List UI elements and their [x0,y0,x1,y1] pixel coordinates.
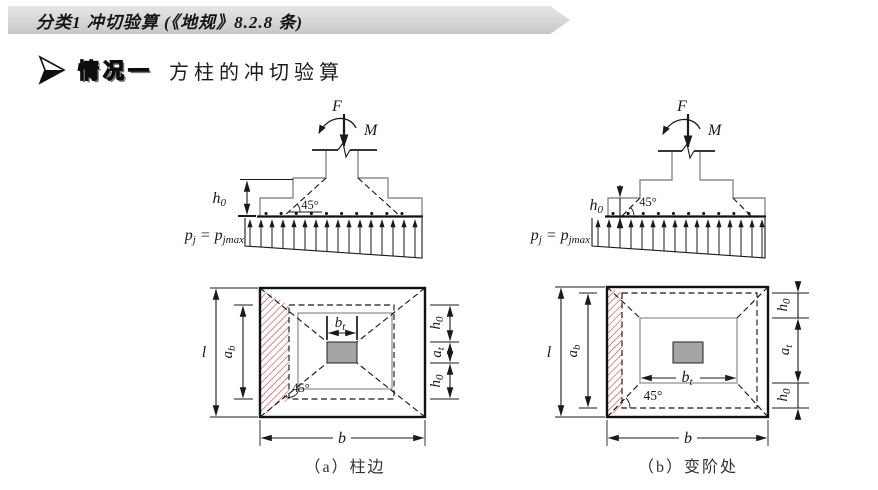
ab-ticks [579,292,597,409]
punching-cone-lines [621,197,752,217]
ab-label: ab [220,345,238,359]
pressure-label: pj=pjmax [184,227,244,246]
h0-top-label: h0 [428,316,446,330]
ab-ticks [234,304,253,400]
punching-perimeter [288,304,395,400]
bt-label: bt [681,369,693,388]
l-label: l [547,344,552,361]
pressure-envelope [244,218,423,259]
at-label: at [429,346,447,358]
pressure-envelope [591,218,766,259]
punching-perimeter [621,292,758,409]
right-dim-extensions [772,292,809,409]
pressure-label: pj=pjmax [530,227,590,246]
footing-outline [607,152,766,216]
corner-diagonals [259,287,426,418]
angle-label: 45° [292,381,310,395]
corner-diagonals [606,286,769,418]
angle-label: 45° [301,198,319,212]
force-label: F [331,98,342,115]
figure-b-plan: bt l ab h0 at h0 b 45° （b）变阶处 [547,281,809,476]
force-label: F [676,98,687,115]
moment-label: M [363,122,379,139]
h0-top-label: h0 [775,298,793,312]
l-extensions [555,286,605,418]
bt-ticks [326,316,358,340]
h0-bottom-label: h0 [775,388,793,402]
b-extensions [259,420,426,446]
b-label: b [338,430,346,447]
column-section [672,341,704,364]
b-extensions [606,420,769,446]
arrow-right-icon [38,55,66,85]
figure-a-elevation: F M 45° h0 [184,98,423,259]
angle-label: 45° [639,195,657,209]
figure-a-plan: bt l ab h0 at h0 b 45° （a）柱边 [202,286,459,476]
section-banner: 分类1 冲切验算 (《地规》8.2.8 条) [8,6,570,34]
b-label: b [684,430,692,447]
h0-bottom-label: h0 [428,374,446,388]
angle-arc [296,203,301,213]
break-symbol [337,141,351,159]
case-row: 情况一 方柱的冲切验算 [38,54,344,86]
moment-label: M [707,122,723,139]
punching-area-hatch [607,287,622,417]
case-badge: 情况一 [77,59,153,83]
ab-label: ab [565,344,583,358]
case-title: 方柱的冲切验算 [169,61,344,84]
figure-b-elevation: F M 45° h0 [530,98,766,259]
moment-arrow [318,117,357,135]
footing-plan-outline [605,285,770,419]
section-title: 分类1 冲切验算 (《地规》8.2.8 条) [36,12,304,32]
bt-label: bt [335,315,347,333]
pressure-arrows [247,219,418,258]
angle-arc [283,387,300,398]
angle-label: 45° [644,388,663,403]
moment-arrow [662,118,701,136]
l-label: l [202,344,207,361]
step-outline [297,312,393,390]
at-label: at [777,344,795,356]
pressure-arrows [595,219,765,258]
step-outline [639,317,738,384]
right-dim-extensions [430,304,459,400]
punching-area-hatch [260,288,289,417]
footing-outline [259,151,423,216]
footing-plan-outline [258,286,427,419]
column-section [326,341,358,364]
l-extensions [210,287,258,418]
caption: （b）变阶处 [638,458,738,476]
h0-label: h0 [590,197,604,216]
angle-arc [625,397,631,409]
caption: （a）柱边 [304,458,385,476]
angle-arc [629,206,635,216]
break-symbol [681,142,695,160]
h0-label: h0 [213,190,227,209]
